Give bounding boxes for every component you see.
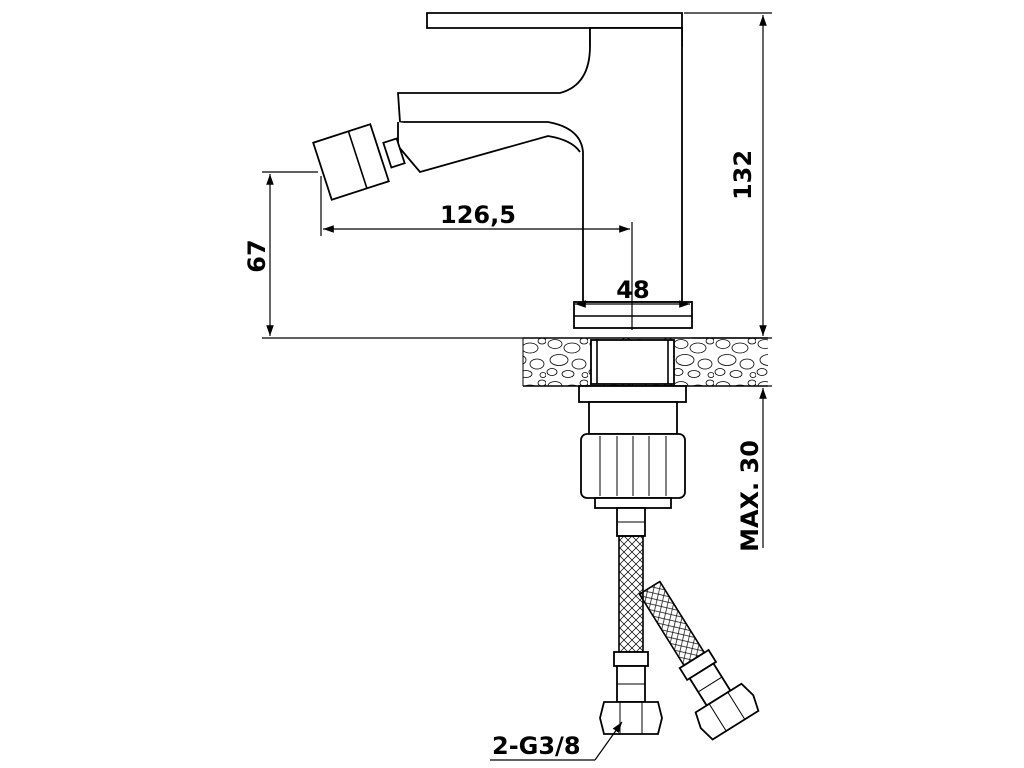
dimension-label-48: 48 <box>616 276 649 304</box>
thread-label: 2-G3/8 <box>492 732 581 760</box>
dimension-label-max-30: MAX. 30 <box>736 440 764 552</box>
flexible-hose-left <box>599 507 663 735</box>
dimension-max-30 <box>759 385 772 548</box>
mounting-assembly <box>578 339 687 509</box>
dimension-label-126-5: 126,5 <box>440 201 516 229</box>
dimension-label-132: 132 <box>729 150 757 200</box>
thread-leader <box>490 721 623 761</box>
dimension-126-5 <box>320 176 633 330</box>
faucet-body <box>312 12 693 329</box>
dimension-67 <box>262 171 523 339</box>
dimension-label-67: 67 <box>243 239 271 272</box>
dimension-132 <box>684 12 772 339</box>
flexible-hose-right <box>638 580 760 741</box>
